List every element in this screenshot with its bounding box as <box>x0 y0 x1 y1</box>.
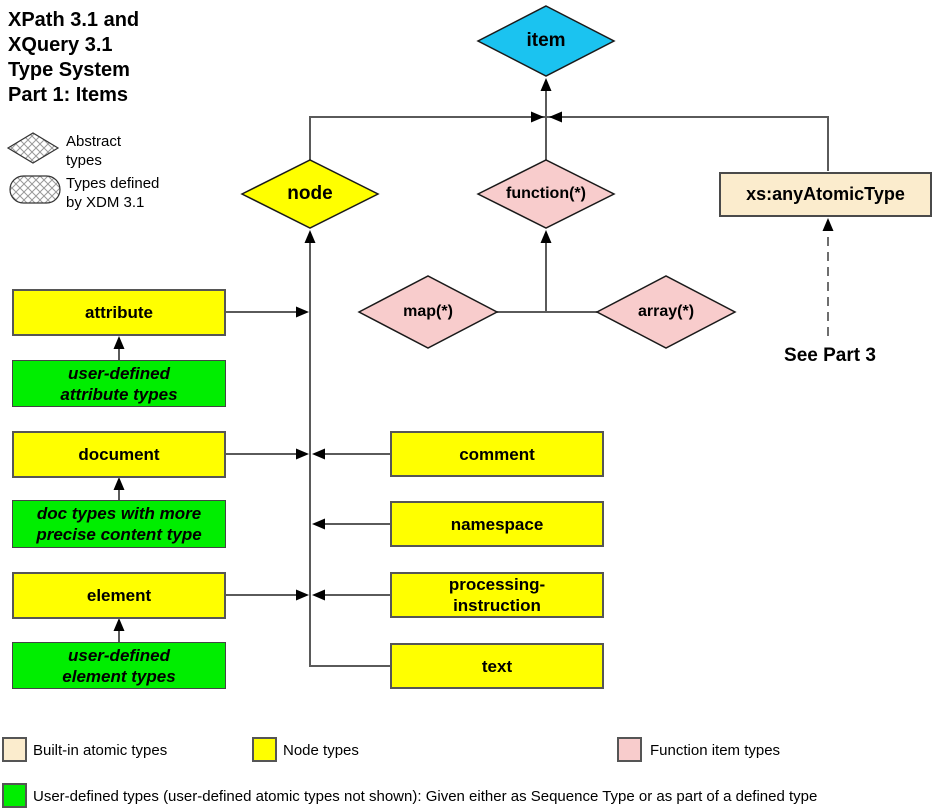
user-defined-element-label: user-defined element types <box>62 645 176 686</box>
node-types-label: Node types <box>283 742 359 759</box>
abstract-types-diamond-icon <box>6 132 60 164</box>
arrow-up-document <box>113 477 125 490</box>
item-diamond-label: item <box>526 30 566 51</box>
document-label: document <box>78 445 160 464</box>
page-title: XPath 3.1 and XQuery 3.1 Type System Par… <box>8 8 139 108</box>
xdm-types-label: Types defined by XDM 3.1 <box>66 175 160 211</box>
connector-lines <box>118 89 829 667</box>
arrow-right-document <box>296 448 309 460</box>
function-types-label: Function item types <box>650 742 781 759</box>
map-diamond <box>357 275 499 349</box>
diamond-shapes <box>240 5 737 349</box>
namespace-node: namespace <box>390 501 604 547</box>
user-defined-attribute-label: user-defined attribute types <box>60 363 178 404</box>
arrow-up-element <box>113 618 125 631</box>
comment-node: comment <box>390 431 604 477</box>
function-diamond-label: function(*) <box>506 185 586 202</box>
text-node: text <box>390 643 604 689</box>
user-defined-attribute-node: user-defined attribute types <box>12 360 226 407</box>
arrow-up-item <box>540 78 552 91</box>
arrow-up-attribute <box>113 336 125 349</box>
arrow-right-attribute <box>296 306 309 318</box>
arrow-up-anyatomic <box>822 218 834 231</box>
arrow-right-junction <box>531 111 544 123</box>
abstract-types-label: Abstract types <box>66 133 122 169</box>
title-line: XQuery 3.1 <box>8 34 113 56</box>
arrow-left-comment <box>312 448 325 460</box>
title-line: Type System <box>8 59 130 81</box>
title-line: XPath 3.1 and <box>8 9 140 31</box>
arrow-up-function <box>540 230 552 243</box>
comment-label: comment <box>459 444 535 464</box>
xdm-types-stadium-icon <box>9 175 61 204</box>
arrow-left-namespace <box>312 518 325 530</box>
document-node: document <box>12 431 226 478</box>
node-trunk-line <box>309 242 390 667</box>
doc-types-label: doc types with more precise content type <box>36 504 202 544</box>
node-diamond-label: node <box>287 183 333 204</box>
array-diamond <box>595 275 737 349</box>
arrow-up-node <box>304 230 316 243</box>
user-defined-types-swatch <box>2 783 27 808</box>
map-diamond-label: map(*) <box>403 303 453 320</box>
trunk-top-line <box>309 116 829 171</box>
legend-shapes <box>6 132 61 204</box>
builtin-atomic-swatch <box>2 737 27 762</box>
see-part3-label: See Part 3 <box>784 345 876 366</box>
node-diamond <box>240 159 380 229</box>
arrowheads <box>113 78 834 631</box>
title-line: Part 1: Items <box>8 84 129 106</box>
doc-types-node: doc types with more precise content type <box>12 500 226 548</box>
text-label: text <box>481 656 513 676</box>
arrow-right-element <box>296 589 309 601</box>
arrow-left-junction <box>549 111 562 123</box>
function-diamond <box>476 159 616 229</box>
item-diamond <box>476 5 616 77</box>
builtin-atomic-label: Built-in atomic types <box>33 742 168 759</box>
element-node: element <box>12 572 226 619</box>
node-types-swatch <box>252 737 277 762</box>
user-defined-element-node: user-defined element types <box>12 642 226 689</box>
element-label: element <box>86 586 152 605</box>
arrow-left-pi <box>312 589 325 601</box>
namespace-label: namespace <box>450 514 544 534</box>
attribute-label: attribute <box>85 303 153 322</box>
function-types-swatch <box>617 737 642 762</box>
user-defined-types-label: User-defined types (user-defined atomic … <box>33 788 818 805</box>
any-atomic-type-label: xs:anyAtomicType <box>746 184 905 204</box>
attribute-node: attribute <box>12 289 226 336</box>
processing-instruction-label: processing-instruction <box>448 575 546 615</box>
processing-instruction-node: processing-instruction <box>390 572 604 618</box>
any-atomic-type-node: xs:anyAtomicType <box>719 172 932 217</box>
array-diamond-label: array(*) <box>637 303 695 320</box>
